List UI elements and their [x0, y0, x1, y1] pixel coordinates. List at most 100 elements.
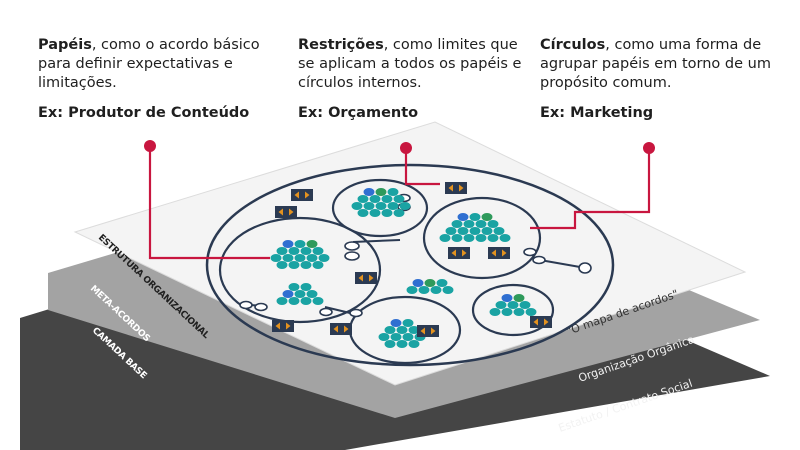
role-dot	[390, 333, 402, 341]
constraint-badge	[448, 247, 470, 259]
role-dot	[312, 247, 324, 255]
constraint-badge	[355, 272, 377, 284]
callout-roles: Papéis, como o acordo básico para defini…	[38, 36, 268, 121]
role-dot	[312, 261, 324, 269]
role-dot	[489, 308, 501, 316]
role-dot	[430, 286, 442, 294]
role-dot	[501, 308, 513, 316]
role-dot	[276, 247, 288, 255]
callout-dot-circles	[643, 142, 655, 154]
constraint-arrow-icon	[275, 322, 280, 330]
role-dot	[406, 286, 418, 294]
callout-circles: Círculos, como uma forma de agrupar papé…	[540, 36, 780, 121]
constraint-arrow-icon	[491, 249, 496, 257]
role-dot	[375, 202, 387, 210]
role-dot	[294, 254, 306, 262]
role-dot	[363, 188, 375, 196]
role-dot	[300, 247, 312, 255]
role-dot	[393, 195, 405, 203]
connector-line	[324, 306, 351, 314]
callout-constraints-example: Ex: Orçamento	[298, 105, 419, 121]
role-dot	[481, 227, 493, 235]
role-dot	[363, 202, 375, 210]
callout-roles-desc: , como o acordo básico para definir expe…	[38, 37, 260, 91]
constraint-arrow-icon	[305, 191, 310, 199]
role-dot	[408, 340, 420, 348]
constraint-arrow-icon	[502, 249, 507, 257]
role-dot	[439, 234, 451, 242]
outer-circle	[205, 163, 615, 367]
role-dot	[282, 240, 294, 248]
role-dot	[519, 301, 531, 309]
role-dot	[282, 290, 294, 298]
constraint-badge	[530, 316, 552, 328]
role-dot	[436, 279, 448, 287]
constraint-arrow-icon	[294, 191, 299, 199]
role-dot	[276, 297, 288, 305]
callout-roles-term: Papéis	[38, 37, 92, 53]
role-dot	[412, 279, 424, 287]
role-dot	[402, 319, 414, 327]
constraint-badge	[488, 247, 510, 259]
constraint-badges	[272, 182, 552, 337]
role-dot	[288, 261, 300, 269]
constraint-badge	[445, 182, 467, 194]
role-dot	[381, 195, 393, 203]
role-dot	[451, 234, 463, 242]
callout-circles-term: Círculos	[540, 37, 606, 53]
role-dot	[306, 254, 318, 262]
circle-left	[218, 216, 382, 324]
constraint-arrow-icon	[358, 274, 363, 282]
connector-line	[539, 259, 581, 268]
role-dot	[387, 188, 399, 196]
role-dot	[384, 326, 396, 334]
role-dot	[451, 220, 463, 228]
role-dot	[384, 340, 396, 348]
role-dot	[351, 202, 363, 210]
role-dot	[300, 297, 312, 305]
role-dot	[288, 283, 300, 291]
role-dot	[396, 326, 408, 334]
role-dot	[499, 234, 511, 242]
constraint-arrow-icon	[420, 327, 425, 335]
connector-line	[352, 239, 401, 243]
role-dot	[495, 301, 507, 309]
callout-roles-example: Ex: Produtor de Conteúdo	[38, 105, 250, 121]
constraint-arrow-icon	[369, 274, 374, 282]
role-dot	[513, 308, 525, 316]
callout-circles-text: Círculos, como uma forma de agrupar papé…	[540, 36, 780, 93]
role-dot	[507, 301, 519, 309]
callout-circles-desc: , como uma forma de agrupar papéis em to…	[540, 37, 771, 91]
constraint-badge	[272, 320, 294, 332]
role-dot	[270, 254, 282, 262]
constraint-arrow-icon	[344, 325, 349, 333]
callout-dot-constraints	[400, 142, 412, 154]
callout-circles-example: Ex: Marketing	[540, 105, 654, 121]
callout-constraints-text: Restrições, como limites que se aplicam …	[298, 36, 528, 93]
role-dot	[387, 202, 399, 210]
callout-dot-roles	[144, 140, 156, 152]
circle-right	[422, 196, 542, 280]
constraint-arrow-icon	[278, 208, 283, 216]
role-dot	[288, 297, 300, 305]
constraint-arrow-icon	[459, 184, 464, 192]
role-dot	[513, 294, 525, 302]
constraint-badge	[291, 189, 313, 201]
role-dot	[408, 326, 420, 334]
role-dot	[457, 213, 469, 221]
constraint-arrow-icon	[289, 208, 294, 216]
role-dot	[399, 202, 411, 210]
role-dot	[381, 209, 393, 217]
role-dot	[276, 261, 288, 269]
callout-roles-text: Papéis, como o acordo básico para defini…	[38, 36, 268, 93]
role-dot	[493, 227, 505, 235]
role-dot	[402, 333, 414, 341]
role-dot	[357, 209, 369, 217]
role-dot	[457, 227, 469, 235]
callout-lines	[148, 146, 651, 260]
role-dot	[393, 209, 405, 217]
role-dot	[418, 286, 430, 294]
callout-constraints-term: Restrições	[298, 37, 384, 53]
role-dot	[357, 195, 369, 203]
role-dot	[294, 290, 306, 298]
